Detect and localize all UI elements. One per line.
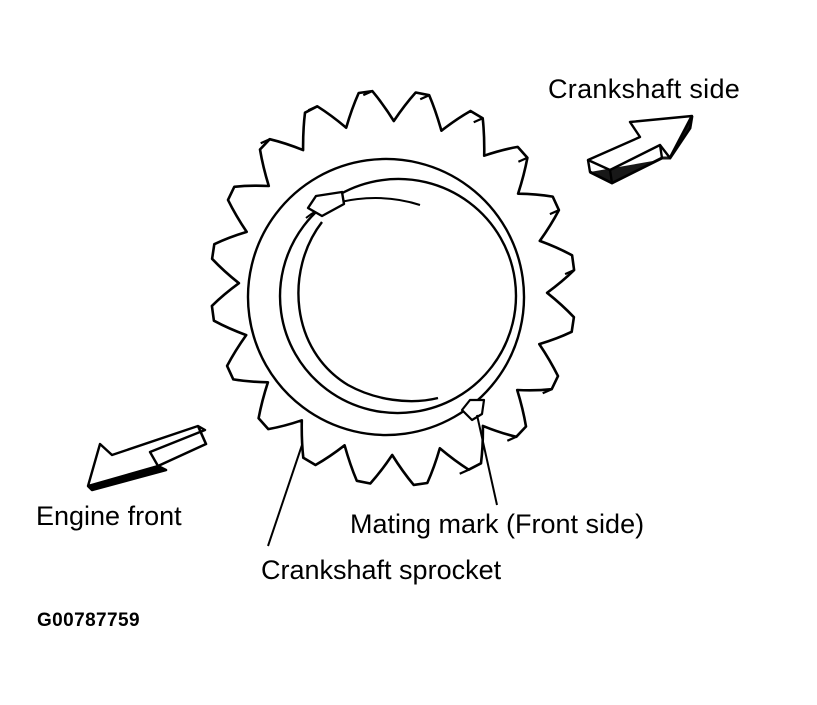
tooth-depth-line — [419, 94, 430, 101]
sprocket-leader-line — [267, 444, 303, 547]
sprocket-gear-teeth — [210, 89, 576, 487]
crankshaft-side-label: Crankshaft side — [548, 74, 741, 104]
engine-front-label: Engine front — [36, 501, 182, 531]
mating-mark-notch — [460, 398, 486, 422]
tooth-depth-line — [542, 388, 553, 395]
tooth-depth-line — [564, 269, 575, 276]
engine-front-arrow — [86, 424, 208, 492]
crankshaft-side-arrow — [586, 114, 694, 185]
tooth-depth-line — [260, 138, 271, 145]
tooth-depth-line — [473, 117, 484, 124]
sprocket-hub-outer-ring — [246, 157, 526, 437]
tooth-depth-line — [459, 468, 470, 475]
sprocket-bore-depth — [297, 221, 439, 403]
mating-mark-leader-line — [476, 414, 498, 506]
tooth-depth-line — [506, 435, 517, 442]
sprocket-bore-ring — [278, 177, 518, 415]
figure-id: G00787759 — [37, 610, 140, 631]
tooth-depth-line — [517, 156, 528, 163]
tooth-depth-line — [549, 209, 560, 216]
tooth-depth-line — [362, 90, 373, 97]
mating-mark-label: Mating mark (Front side) — [350, 509, 645, 539]
tooth-depth-line — [562, 330, 573, 337]
sprocket-keyway — [306, 190, 346, 218]
sprocket-tooth-depth-lines — [260, 90, 575, 475]
tooth-depth-line — [307, 105, 318, 112]
crankshaft-sprocket-label: Crankshaft sprocket — [261, 555, 502, 585]
